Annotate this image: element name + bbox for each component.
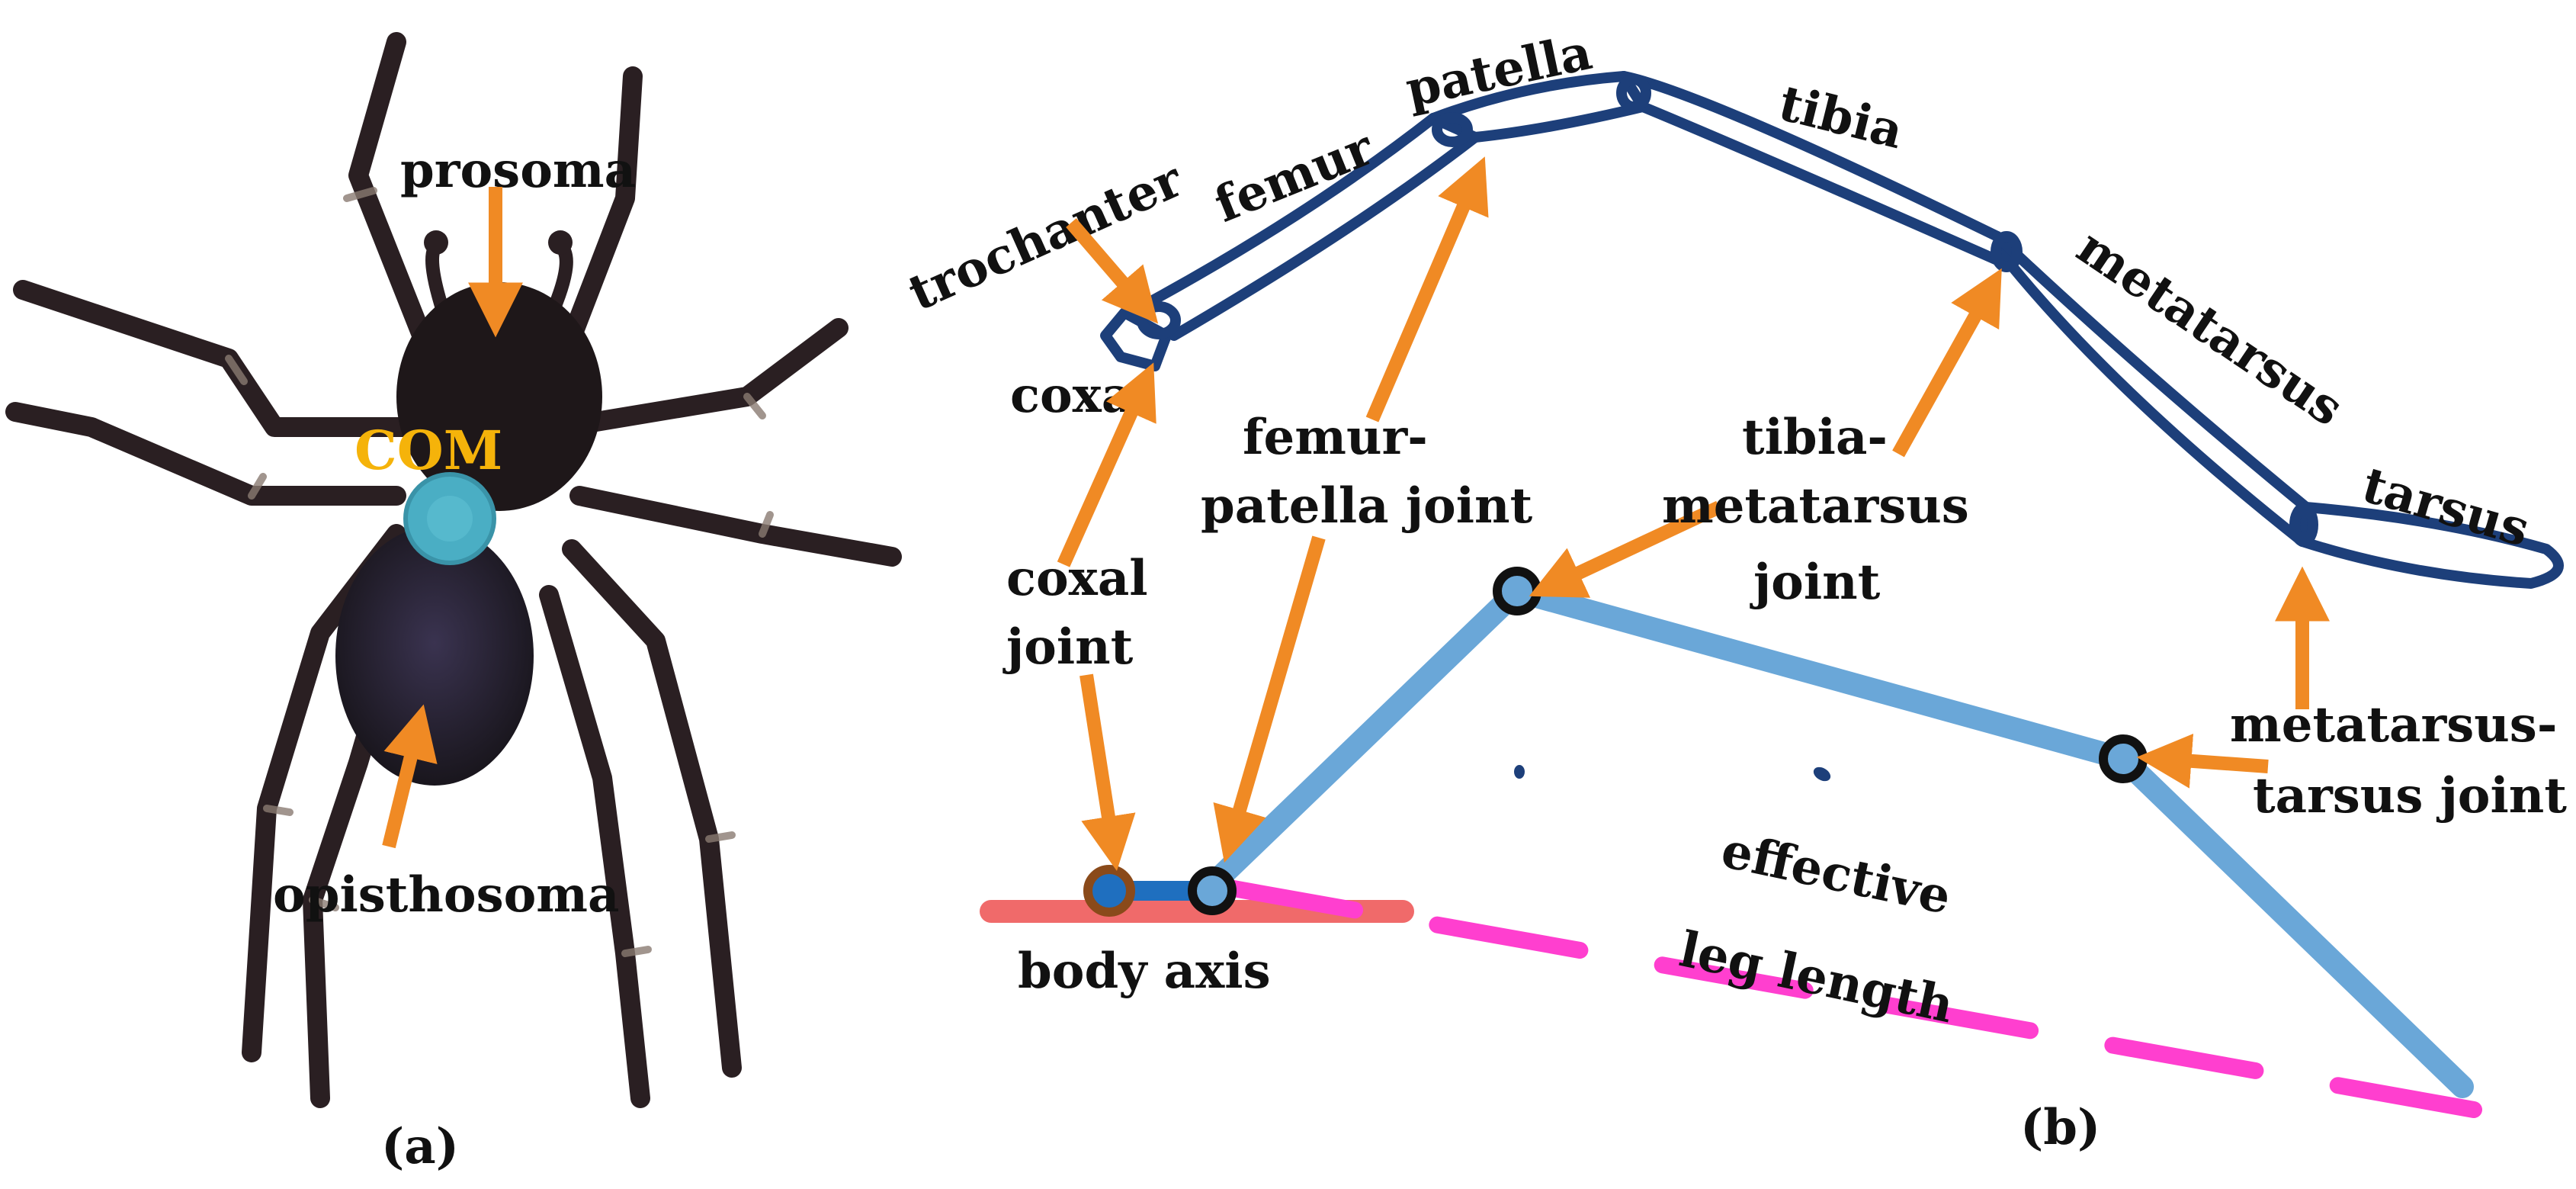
prosoma-shape — [396, 282, 602, 511]
caption-a: (a) — [381, 1118, 459, 1175]
femur-patella-arrow-lower — [1213, 535, 1326, 863]
coxal-arrow-lower — [1079, 673, 1136, 872]
opisthosoma-shape — [335, 526, 534, 786]
coxal-arrow-upper — [1057, 362, 1156, 567]
tibia-metatarsus-label-line3: joint — [1750, 554, 1881, 611]
tibia-metatarsus-label-line1: tibia- — [1742, 409, 1888, 466]
femur-patella-arrow-upper — [1365, 156, 1489, 423]
effective-leg-length-line — [1204, 876, 2482, 1118]
coxa-segment — [1100, 307, 1172, 371]
body-joint-marker — [1188, 866, 1237, 915]
effective-label-line1: effective — [1717, 821, 1956, 926]
patella-label: patella — [1401, 24, 1597, 119]
metatarsus-label: metatarsus — [2067, 218, 2353, 437]
spider-leg — [554, 318, 849, 437]
spider-leg — [348, 32, 456, 407]
leg-model — [1201, 580, 2474, 1098]
trochanter-arrow — [1066, 218, 1159, 324]
femur-patella-label-line2: patella joint — [1201, 477, 1533, 535]
spider-photo — [5, 32, 902, 1108]
femur-segment — [1146, 113, 1480, 341]
spider-leg — [5, 402, 406, 506]
tarsus-label: tarsus — [2356, 456, 2536, 558]
coxal-label-line2: joint — [1002, 619, 1134, 676]
coxal-label-line1: coxal — [1006, 550, 1148, 607]
trochanter-label: trochanter — [900, 151, 1192, 323]
metatarsus-tarsus-label-line2: tarsus joint — [2253, 767, 2567, 824]
opisthosoma-arrow — [382, 704, 438, 849]
opisthosoma-label: opisthosoma — [273, 866, 619, 924]
tibia-metatarsus-label-line2: metatarsus — [1662, 477, 1969, 535]
caption-b: (b) — [2020, 1099, 2100, 1156]
femur-patella-label-line1: femur- — [1243, 409, 1428, 466]
coxal-joint-marker — [1083, 865, 1135, 917]
metatarsus-tarsus-joint-marker — [2099, 734, 2148, 783]
spider-leg — [562, 539, 742, 1078]
tibia-metatarsus-joint-marker — [1493, 567, 1541, 615]
spider-leg — [539, 585, 650, 1108]
body-axis-label: body axis — [1018, 943, 1271, 1000]
leg-outline — [1100, 71, 2564, 589]
metatarsus-tarsus-label-line1: metatarsus- — [2230, 696, 2557, 754]
spider-leg — [13, 280, 437, 437]
prosoma-label: prosoma — [400, 142, 636, 199]
tibia-metatarsus-arrow-upper — [1892, 268, 2002, 458]
com-label: COM — [354, 419, 502, 482]
spider-leg — [569, 486, 902, 567]
metatarsus-tarsus-arrow-lower — [2136, 733, 2269, 789]
tarsus-segment — [2297, 502, 2564, 589]
tibia-label: tibia — [1773, 75, 1909, 161]
coxa-label: coxa — [1010, 367, 1133, 424]
effective-label-line2: leg length — [1675, 921, 1958, 1034]
tibia-metatarsus-arrow-lower — [1529, 500, 1722, 598]
